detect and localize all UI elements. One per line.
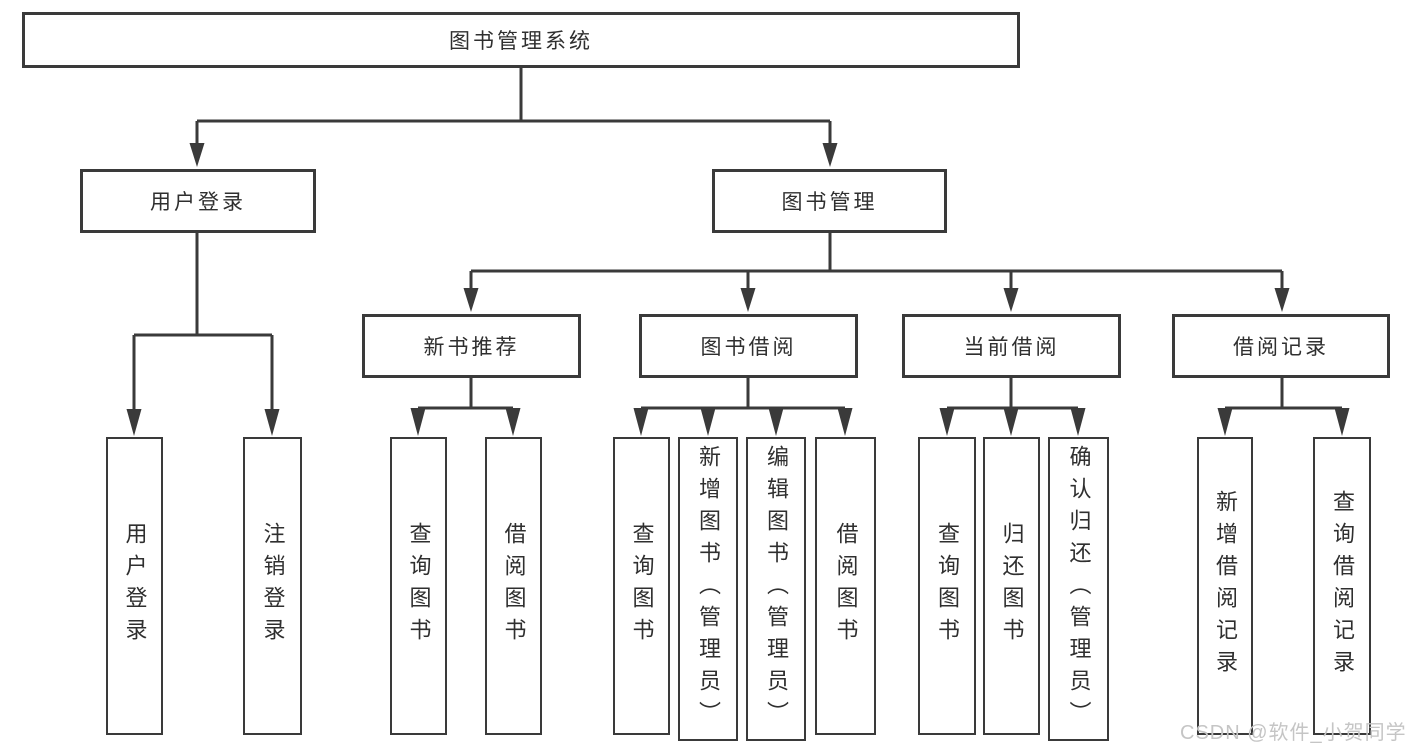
arrowhead-icon: [1070, 408, 1086, 436]
node-leaf-bb-query-book: 查询图书: [613, 437, 670, 735]
node-leaf-user-login: 用户登录: [106, 437, 163, 735]
arrowhead-icon: [410, 408, 426, 436]
arrowhead-icon: [837, 408, 853, 436]
node-label: 新增图书（管理员）: [696, 445, 721, 733]
node-user-login: 用户登录: [80, 169, 316, 233]
arrowhead-icon: [126, 409, 142, 436]
arrowhead-icon: [1003, 288, 1019, 312]
arrowhead-icon: [264, 409, 280, 436]
node-leaf-nb-query-book: 查询图书: [390, 437, 447, 735]
arrowhead-icon: [505, 408, 521, 436]
arrowhead-icon: [740, 288, 756, 312]
node-label: 用户登录: [150, 191, 246, 214]
node-label: 查询图书: [406, 522, 432, 650]
connector-current-borrow-to-leaves: [939, 378, 1086, 436]
node-book-management: 图书管理: [712, 169, 947, 233]
node-leaf-logout: 注销登录: [243, 437, 302, 735]
node-label: 新增借阅记录: [1213, 490, 1238, 682]
node-label: 图书管理: [781, 191, 878, 214]
connector-user-login-to-leaves: [126, 233, 280, 436]
node-label: 编辑图书（管理员）: [764, 445, 789, 733]
arrowhead-icon: [189, 143, 205, 167]
node-label: 确认归还（管理员）: [1066, 445, 1092, 733]
node-leaf-bb-borrow-book: 借阅图书: [815, 437, 876, 735]
node-label: 借阅图书: [833, 522, 859, 650]
arrowhead-icon: [1334, 408, 1350, 436]
node-leaf-br-query-record: 查询借阅记录: [1313, 437, 1371, 735]
connector-new-book-recommend-to-leaves: [410, 378, 521, 436]
arrowhead-icon: [768, 408, 784, 436]
node-leaf-bb-edit-book-admin: 编辑图书（管理员）: [746, 437, 806, 741]
node-label: 当前借阅: [963, 336, 1060, 359]
node-label: 图书借阅: [700, 336, 797, 359]
watermark: CSDN @软件_小贺同学: [1180, 722, 1405, 744]
node-leaf-cb-query-book: 查询图书: [918, 437, 976, 735]
node-label: 图书管理系统: [449, 30, 593, 53]
node-current-borrow: 当前借阅: [902, 314, 1121, 378]
arrowhead-icon: [1274, 288, 1290, 312]
node-leaf-br-add-record: 新增借阅记录: [1197, 437, 1253, 735]
connector-root-to-level2: [189, 68, 838, 167]
node-label: 借阅图书: [501, 522, 527, 650]
node-leaf-bb-add-book-admin: 新增图书（管理员）: [678, 437, 738, 741]
node-label: 借阅记录: [1233, 336, 1329, 359]
node-library-management-system: 图书管理系统: [22, 12, 1020, 68]
connector-borrow-records-to-leaves: [1217, 378, 1350, 436]
arrowhead-icon: [1003, 408, 1019, 436]
node-leaf-nb-borrow-book: 借阅图书: [485, 437, 542, 735]
arrowhead-icon: [1217, 408, 1233, 436]
connector-book-management-to-level3: [463, 233, 1290, 312]
node-label: 新书推荐: [423, 336, 520, 359]
node-label: 查询图书: [629, 522, 655, 650]
node-new-book-recommend: 新书推荐: [362, 314, 581, 378]
node-leaf-cb-return-book: 归还图书: [983, 437, 1040, 735]
node-label: 查询图书: [935, 522, 960, 650]
node-borrow-records: 借阅记录: [1172, 314, 1390, 378]
arrowhead-icon: [822, 143, 838, 167]
node-label: 归还图书: [999, 522, 1025, 650]
arrowhead-icon: [700, 408, 716, 436]
node-label: 注销登录: [260, 522, 286, 650]
arrowhead-icon: [939, 408, 955, 436]
node-label: 用户登录: [122, 522, 148, 650]
node-book-borrow: 图书借阅: [639, 314, 858, 378]
connector-book-borrow-to-leaves: [633, 378, 853, 436]
arrowhead-icon: [633, 408, 649, 436]
arrowhead-icon: [463, 288, 479, 312]
node-label: 查询借阅记录: [1330, 490, 1355, 682]
node-leaf-cb-confirm-return-admin: 确认归还（管理员）: [1048, 437, 1109, 741]
